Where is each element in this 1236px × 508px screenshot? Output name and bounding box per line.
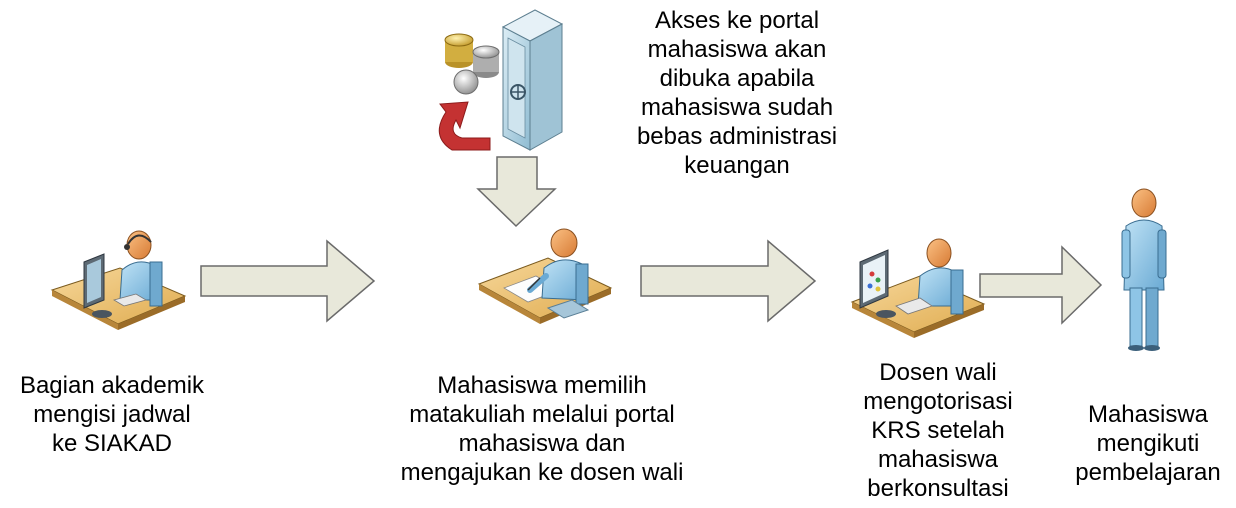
down-arrow	[476, 156, 557, 228]
operator-at-computer-icon	[50, 230, 187, 330]
caption-line: Akses ke portal	[654, 7, 820, 34]
caption-line: Dosen wali	[879, 359, 997, 386]
caption-line: keuangan	[684, 152, 790, 179]
caption-line: mahasiswa sudah	[640, 94, 834, 121]
standing-person-icon	[1121, 188, 1167, 351]
step-3-caption: Dosen wali mengotorisasi KRS setelah mah…	[852, 358, 1024, 503]
caption-line: mengikuti	[1096, 430, 1200, 457]
person-at-computer-icon	[850, 238, 986, 338]
caption-line: matakuliah melalui portal	[409, 401, 675, 428]
caption-line: KRS setelah	[871, 417, 1005, 444]
caption-line: Bagian akademik	[19, 372, 205, 399]
caption-line: bebas administrasi	[636, 123, 838, 150]
caption-line: mengisi jadwal	[33, 401, 191, 428]
caption-line: mahasiswa	[877, 446, 999, 473]
step-4-caption: Mahasiswa mengikuti pembelajaran	[1062, 400, 1234, 487]
caption-line: pembelajaran	[1075, 459, 1221, 486]
flow-arrow-3	[979, 245, 1103, 325]
caption-line: mahasiswa dan	[458, 430, 626, 457]
payment-note: Akses ke portal mahasiswa akan dibuka ap…	[612, 6, 862, 180]
caption-line: ke SIAKAD	[51, 430, 173, 457]
caption-line: dibuka apabila	[659, 65, 815, 92]
person-writing-at-desk-icon	[477, 228, 613, 324]
step-1-caption: Bagian akademik mengisi jadwal ke SIAKAD	[7, 371, 217, 458]
caption-line: berkonsultasi	[867, 475, 1009, 502]
caption-line: Mahasiswa	[1087, 401, 1209, 428]
caption-line: mengajukan ke dosen wali	[400, 459, 684, 486]
caption-line: Mahasiswa memilih	[437, 372, 647, 399]
caption-line: mengotorisasi	[863, 388, 1013, 415]
flow-arrow-2	[640, 239, 817, 323]
coins-and-safe-icon	[438, 9, 564, 151]
caption-line: mahasiswa akan	[647, 36, 827, 63]
flow-arrow-1	[200, 239, 376, 323]
step-2-caption: Mahasiswa memilih matakuliah melalui por…	[382, 371, 702, 487]
